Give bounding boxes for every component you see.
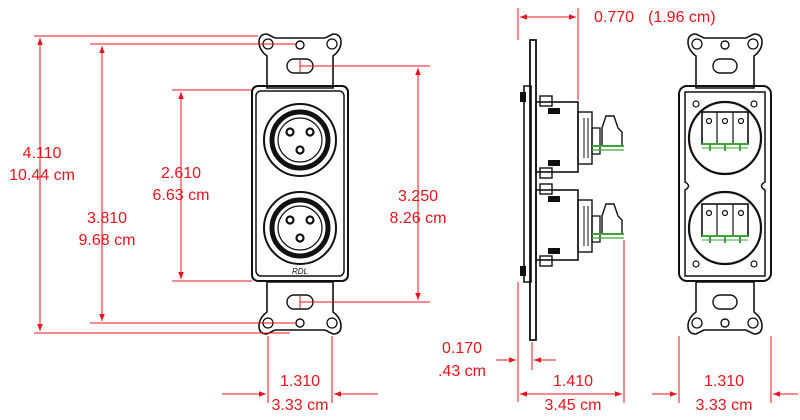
side-connector-top <box>535 95 624 179</box>
rear-connector-bottom <box>687 190 763 268</box>
dim-screw-spacing-cm: 9.68 cm <box>79 232 136 249</box>
dim-front-width-cm: 3.33 cm <box>272 397 329 414</box>
front-xlr-top-pin-1 <box>285 127 295 137</box>
dim-connector-spacing-cm: 6.63 cm <box>153 187 210 204</box>
rear-terminal-block-top <box>701 111 749 145</box>
side-plate-tab-bottom <box>520 266 526 276</box>
rear-top-screw-hole <box>720 40 730 50</box>
dim-overall-depth-cm: (1.96 cm) <box>648 9 716 26</box>
front-plate-outer <box>251 85 349 282</box>
rear-top-ear-hole-right <box>747 38 759 50</box>
rear-top-ear-hole-left <box>691 38 703 50</box>
front-xlr-bottom-pin-1 <box>285 215 295 225</box>
side-dimensions: 0.770 (1.96 cm) 0.170 .43 cm 1.410 3.45 … <box>438 8 716 414</box>
dim-plate-thickness-in: 0.170 <box>442 340 482 357</box>
dim-rear-width-in: 1.310 <box>704 373 744 390</box>
dim-overall-height-cm: 10.44 cm <box>9 167 75 184</box>
side-plate-tab-top <box>520 92 526 102</box>
side-mounting-strap <box>529 39 537 341</box>
front-xlr-top-pin-2 <box>305 127 315 137</box>
dim-overall-depth-in: 0.770 <box>594 9 634 26</box>
rear-dimensions: 1.310 3.33 cm <box>652 336 798 414</box>
front-xlr-bottom-face <box>277 205 323 251</box>
rear-connector-bottom-body <box>687 190 763 266</box>
rear-plate-outer <box>678 85 772 282</box>
front-top-screw-hole <box>295 40 305 50</box>
rear-bottom-ear-hole-right <box>747 317 759 329</box>
rear-bottom-ear-hole-left <box>691 317 703 329</box>
front-xlr-bottom-outer <box>263 191 337 265</box>
dim-overall-height-in: 4.110 <box>23 145 62 162</box>
front-xlr-top-bezel <box>269 109 331 171</box>
side-connector-bottom <box>535 183 624 267</box>
dim-plate-height-in: 3.250 <box>398 188 438 205</box>
front-top-ear-hole-right <box>326 38 338 50</box>
front-bottom-ear-hole-right <box>326 317 338 329</box>
front-xlr-top-outer <box>263 103 337 177</box>
rear-top-ear <box>687 33 763 89</box>
front-xlr-bottom-pin-3 <box>295 233 305 243</box>
front-dimensions: 4.110 10.44 cm 3.810 9.68 cm 2.610 6.63 … <box>9 35 447 414</box>
rear-connector-top-body <box>687 100 763 176</box>
side-faceplate <box>523 85 532 283</box>
dim-plate-height-cm: 8.26 cm <box>390 210 447 227</box>
front-top-ear <box>258 33 342 89</box>
rear-bottom-screw-hole <box>720 318 730 328</box>
side-terminal-bottom <box>601 203 623 235</box>
front-xlr-bottom-pin-2 <box>305 215 315 225</box>
front-xlr-bottom-bezel <box>269 197 331 259</box>
dim-body-depth-cm: 3.45 cm <box>545 397 602 414</box>
rear-top-slot <box>712 58 738 74</box>
brand-label: RDL <box>292 267 308 276</box>
front-xlr-top-face <box>277 117 323 163</box>
front-plate-inner <box>255 90 345 277</box>
front-bottom-screw-hole <box>295 318 305 328</box>
front-view: RDL <box>251 33 349 335</box>
dim-front-width-in: 1.310 <box>280 373 320 390</box>
rear-bottom-slot <box>712 294 738 310</box>
front-xlr-top-pin-3 <box>295 145 305 155</box>
dim-screw-spacing-in: 3.810 <box>87 210 127 227</box>
front-bottom-ear <box>258 281 342 335</box>
rear-plate-inner <box>684 91 766 277</box>
dim-plate-thickness-cm: .43 cm <box>438 363 486 380</box>
rear-bottom-ear <box>687 281 763 335</box>
rear-terminal-block-bottom <box>701 203 749 237</box>
rear-view <box>678 33 772 335</box>
side-view <box>520 39 624 341</box>
rear-connector-top <box>687 100 763 176</box>
dim-rear-width-cm: 3.33 cm <box>696 397 753 414</box>
dim-body-depth-in: 1.410 <box>553 373 593 390</box>
side-terminal-top <box>601 115 623 147</box>
dim-connector-spacing-in: 2.610 <box>161 165 201 182</box>
